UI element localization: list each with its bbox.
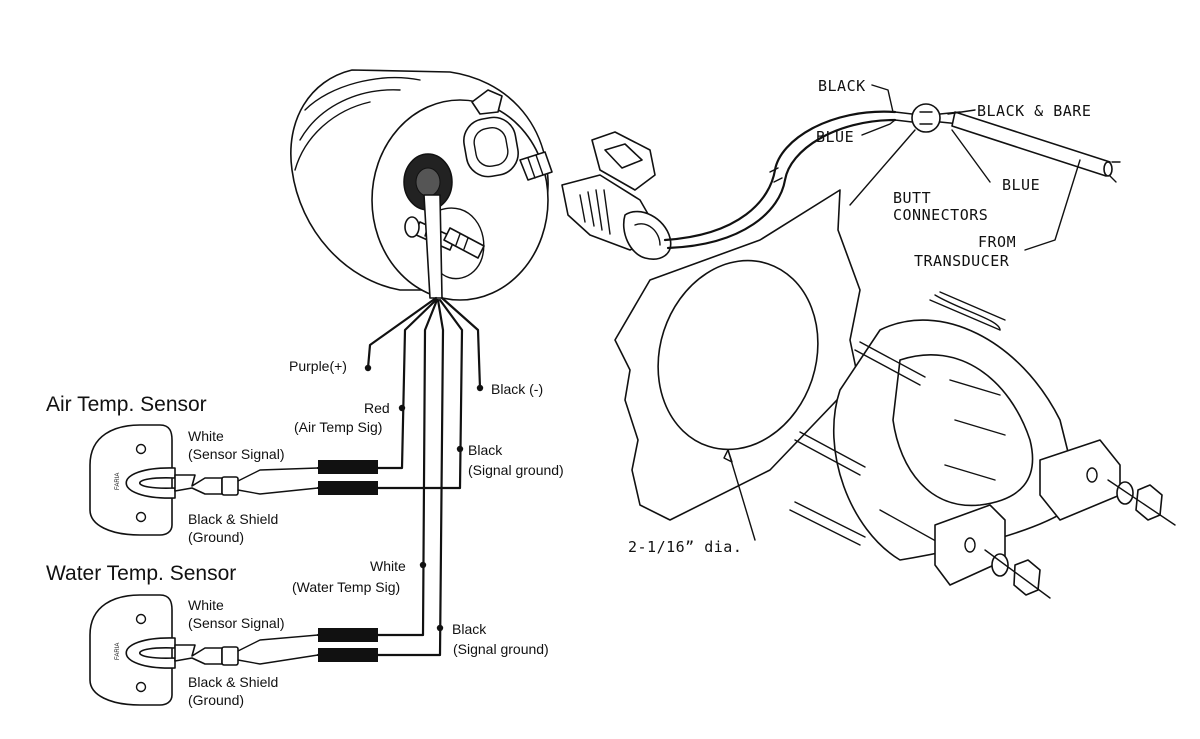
mounting-plate xyxy=(614,189,861,541)
air-heatshrink-white xyxy=(318,460,378,474)
black-negative-label: Black (-) xyxy=(491,381,543,397)
mounting-bracket xyxy=(789,291,1176,599)
red-wire-sub-label: (Air Temp Sig) xyxy=(294,419,382,435)
from-transducer-label-2: TRANSDUCER xyxy=(914,252,1010,270)
butt-connectors-label-1: BUTT xyxy=(893,189,931,207)
water-heatshrink-white xyxy=(318,628,378,642)
white-wire-label: White xyxy=(370,558,406,574)
air-white-label: White xyxy=(188,428,224,444)
water-sensor-body-text: FARIA xyxy=(115,643,121,660)
air-black-shield-label: Black & Shield xyxy=(188,511,278,527)
air-sensor: FARIA xyxy=(89,424,378,536)
transducer-blue-label: BLUE xyxy=(816,128,854,146)
black-ground-1-label: Black xyxy=(468,442,503,458)
transducer-black-bare-label: BLACK & BARE xyxy=(977,102,1091,120)
water-black-shield-label: Black & Shield xyxy=(188,674,278,690)
red-wire-label: Red xyxy=(364,400,390,416)
air-sensor-body-text: FARIA xyxy=(115,473,121,490)
white-wire-sub-label: (Water Temp Sig) xyxy=(292,579,400,595)
water-sensor-heading: Water Temp. Sensor xyxy=(46,562,236,585)
air-heatshrink-black xyxy=(318,481,378,495)
black-ground-2-label: Black xyxy=(452,621,487,637)
connector-assembly xyxy=(561,84,1121,260)
black-ground-2-sub-label: (Signal ground) xyxy=(453,641,549,657)
water-heatshrink-black xyxy=(318,648,378,662)
water-ground-label: (Ground) xyxy=(188,692,244,708)
air-white-sub-label: (Sensor Signal) xyxy=(188,446,285,462)
butt-connectors-label-2: CONNECTORS xyxy=(893,206,988,224)
gauge xyxy=(290,69,553,301)
black-ground-1-sub-label: (Signal ground) xyxy=(468,462,564,478)
water-white-sub-label: (Sensor Signal) xyxy=(188,615,285,631)
water-sensor: FARIA xyxy=(89,594,378,706)
air-ground-label: (Ground) xyxy=(188,529,244,545)
transducer-blue-2-label: BLUE xyxy=(1002,176,1040,194)
water-white-label: White xyxy=(188,597,224,613)
purple-wire-label: Purple(+) xyxy=(289,358,347,374)
air-sensor-heading: Air Temp. Sensor xyxy=(46,393,207,416)
cutout-circle xyxy=(657,259,819,451)
gauge-harness xyxy=(316,296,484,657)
from-transducer-label-1: FROM xyxy=(978,233,1016,251)
cutout-diameter-label: 2-1/16” dia. xyxy=(628,538,742,556)
transducer-black-label: BLACK xyxy=(818,77,866,95)
